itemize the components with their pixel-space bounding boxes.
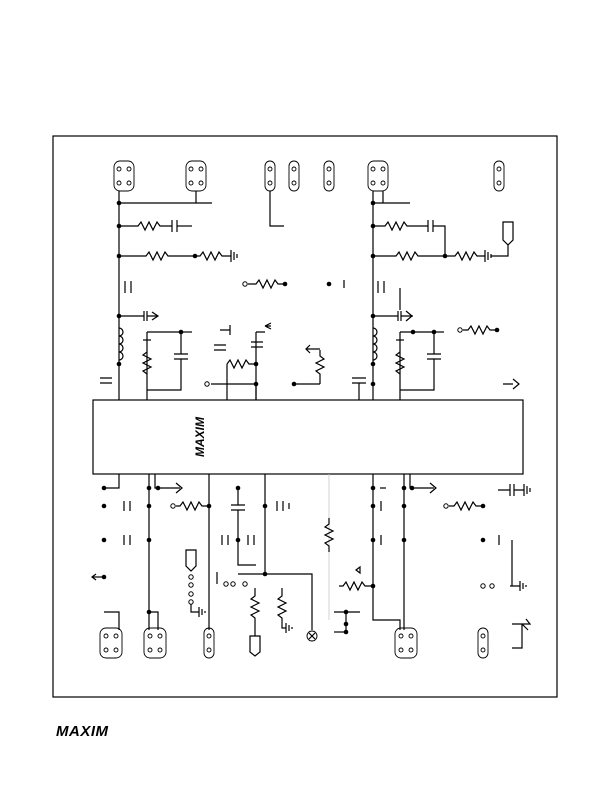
footer-maxim-logo: MAXIM bbox=[56, 723, 109, 740]
bottom-center-network bbox=[170, 474, 318, 657]
top-connector-j7 bbox=[493, 160, 505, 192]
schematic-frame bbox=[52, 135, 558, 698]
top-connector-j1 bbox=[113, 160, 135, 192]
left-top-network bbox=[100, 191, 238, 400]
bottom-right-network bbox=[370, 474, 532, 649]
top-connector-j5 bbox=[323, 160, 335, 192]
right-top-network bbox=[352, 191, 514, 400]
right-mid-network bbox=[394, 324, 520, 400]
left-mid-network bbox=[141, 329, 192, 400]
bottom-connector-j8 bbox=[99, 627, 123, 659]
footer-logo-text: MAXIM bbox=[56, 723, 109, 740]
ic-maxim-logo: MAXIM bbox=[193, 416, 207, 457]
top-connector-j6 bbox=[367, 160, 389, 192]
center-network bbox=[204, 191, 345, 400]
ic-block bbox=[92, 399, 524, 475]
bottom-middle-network bbox=[323, 474, 376, 635]
top-connector-j3 bbox=[264, 160, 276, 192]
ic-logo-text: MAXIM bbox=[193, 416, 207, 457]
top-connector-j4 bbox=[288, 160, 300, 192]
bottom-connector-j11 bbox=[394, 627, 418, 659]
bottom-connector-j10 bbox=[203, 627, 215, 659]
bottom-connector-j12 bbox=[477, 627, 489, 659]
top-connector-j2 bbox=[185, 160, 207, 192]
bottom-connector-j9 bbox=[143, 627, 167, 659]
bottom-left-network bbox=[91, 474, 183, 630]
